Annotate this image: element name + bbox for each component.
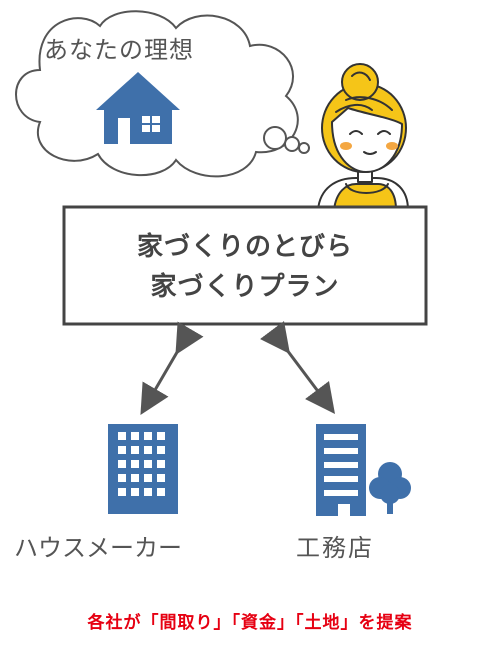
box-title-line2: 家づくりプラン	[150, 272, 340, 302]
footer-caption: 各社が「間取り」「資金」「土地」を提案	[87, 613, 413, 633]
cloud-text: あなたの理想	[44, 36, 194, 64]
label-construction-shop: 工務店	[296, 534, 374, 562]
main-box	[62, 205, 428, 326]
building-with-tree-icon	[316, 424, 411, 516]
box-title-line1: 家づくりのとびら	[136, 232, 353, 262]
bidirectional-arrow-icon	[260, 321, 335, 414]
label-house-maker: ハウスメーカー	[14, 534, 182, 562]
office-building-icon	[108, 424, 178, 514]
house-icon	[96, 72, 180, 144]
bidirectional-arrow-icon	[140, 321, 204, 415]
woman-icon	[317, 63, 409, 211]
